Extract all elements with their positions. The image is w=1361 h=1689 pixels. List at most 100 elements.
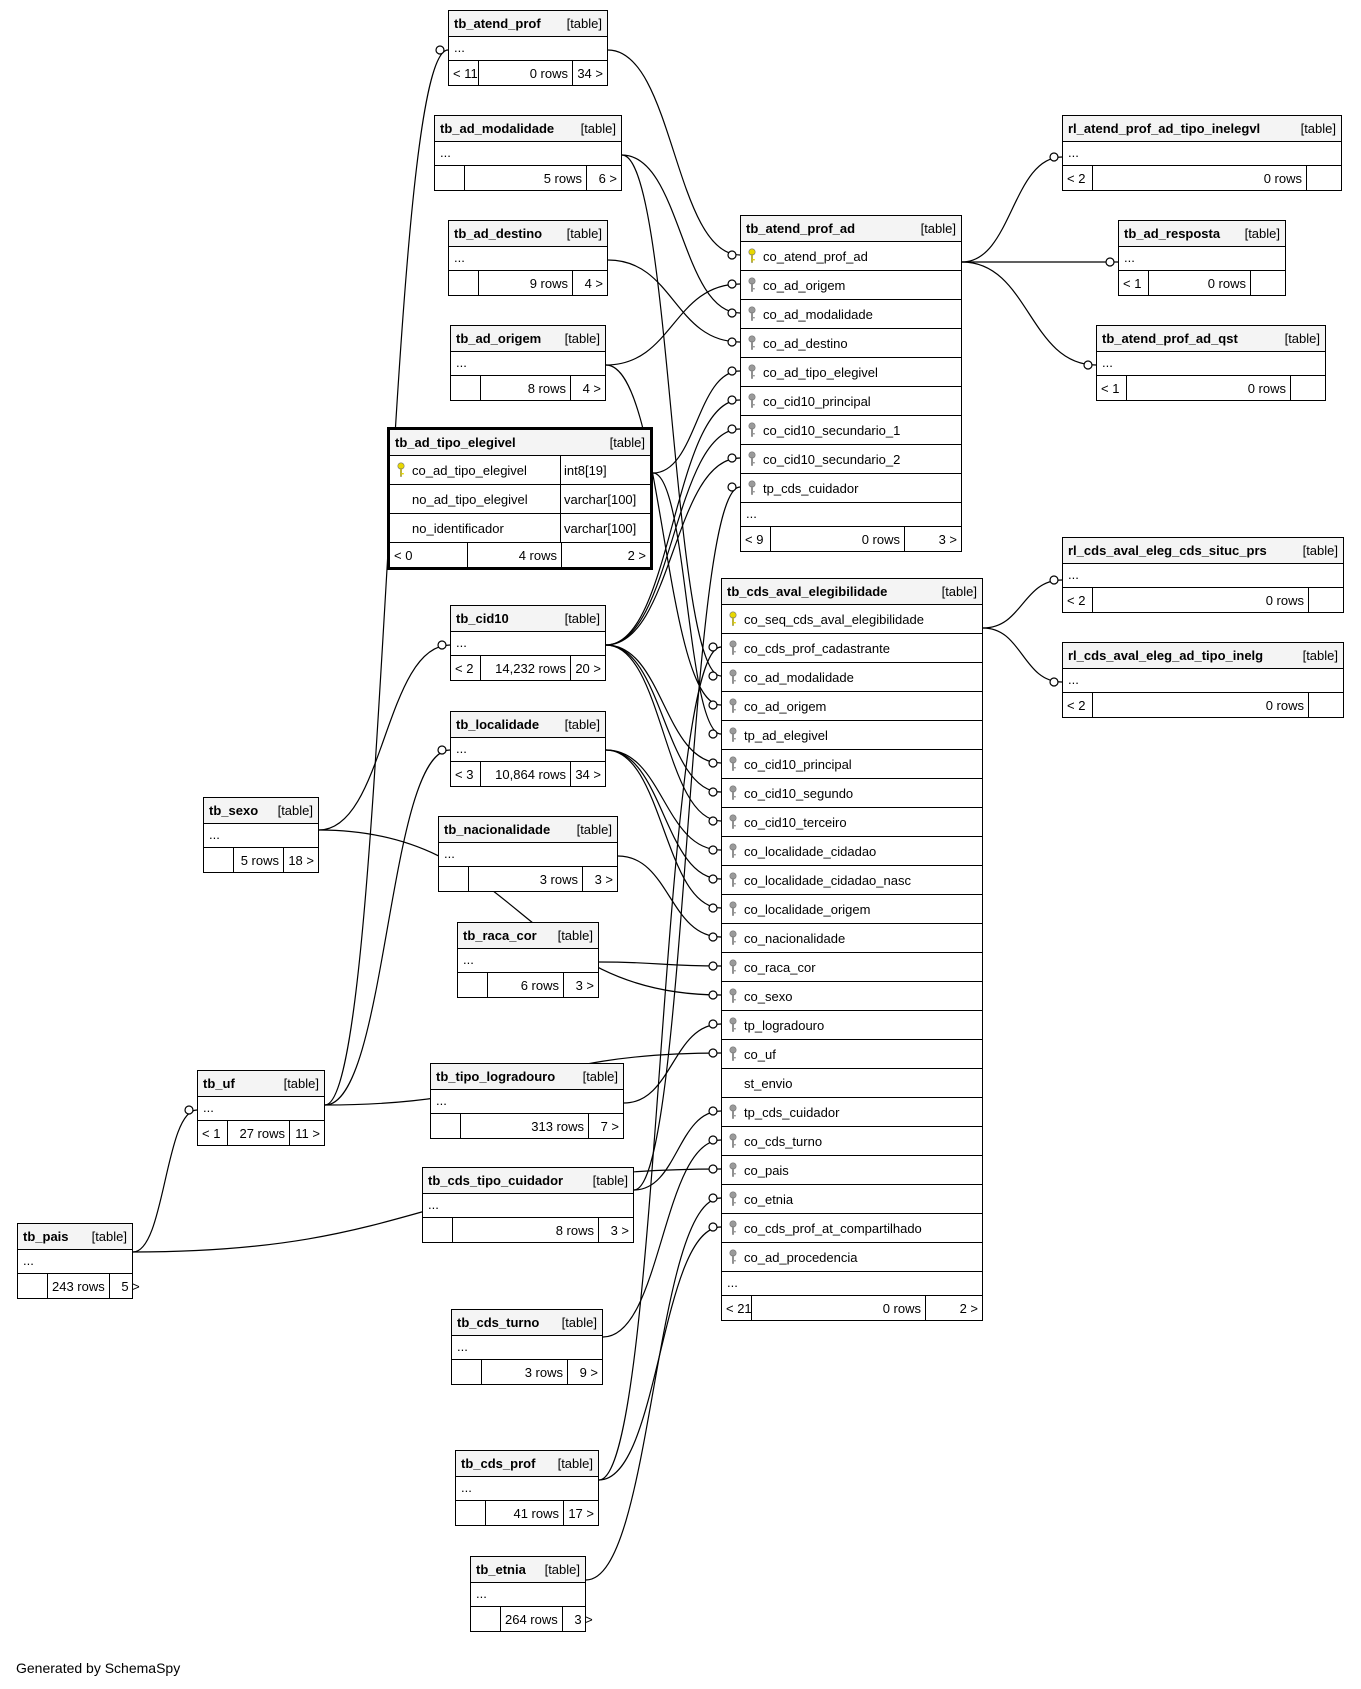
table-name[interactable]: tb_cds_tipo_cuidador xyxy=(428,1173,564,1188)
parents-link[interactable]: < 2 xyxy=(1063,588,1093,612)
column-row[interactable]: co_etnia xyxy=(722,1185,982,1214)
children-link[interactable] xyxy=(1251,271,1285,295)
parents-link[interactable]: < 9 xyxy=(741,527,771,551)
parents-link[interactable] xyxy=(439,867,469,891)
table-name[interactable]: tb_ad_resposta xyxy=(1124,226,1221,241)
column-row[interactable]: co_atend_prof_ad xyxy=(741,242,961,271)
children-link[interactable]: 11 > xyxy=(295,1125,320,1141)
children-link[interactable] xyxy=(1309,693,1343,717)
table-name[interactable]: tb_pais xyxy=(23,1229,69,1244)
table-name[interactable]: tb_uf xyxy=(203,1076,235,1091)
parents-link[interactable] xyxy=(423,1218,453,1242)
children-link[interactable]: 7 > xyxy=(600,1118,619,1134)
children-link[interactable]: 3 > xyxy=(574,1611,593,1627)
children-link[interactable]: 3 > xyxy=(610,1222,629,1238)
children-link[interactable]: 4 > xyxy=(584,275,603,291)
parents-link[interactable] xyxy=(204,848,234,872)
children-link[interactable]: 18 > xyxy=(288,852,314,868)
parents-link[interactable]: < 21 xyxy=(722,1296,752,1320)
table-name[interactable]: rl_atend_prof_ad_tipo_inelegvl xyxy=(1068,121,1261,136)
column-row[interactable]: co_localidade_cidadao_nasc xyxy=(722,866,982,895)
table-name[interactable]: tb_cds_turno xyxy=(457,1315,540,1330)
children-link[interactable]: 34 > xyxy=(577,65,603,81)
column-row[interactable]: co_ad_origem xyxy=(741,271,961,300)
column-row[interactable]: co_cid10_secundario_1 xyxy=(741,416,961,445)
column-row[interactable]: co_uf xyxy=(722,1040,982,1069)
children-link[interactable] xyxy=(1309,588,1343,612)
children-link[interactable]: 6 > xyxy=(598,170,617,186)
column-row[interactable]: tp_logradouro xyxy=(722,1011,982,1040)
parents-link[interactable]: < 2 xyxy=(1063,166,1093,190)
column-row[interactable]: tp_ad_elegivel xyxy=(722,721,982,750)
parents-link[interactable]: < 1 xyxy=(198,1121,228,1145)
column-row[interactable]: co_cds_turno xyxy=(722,1127,982,1156)
table-name[interactable]: tb_atend_prof_ad_qst xyxy=(1102,331,1238,346)
parents-link[interactable] xyxy=(451,376,481,400)
parents-link[interactable] xyxy=(458,973,488,997)
children-link[interactable]: 34 > xyxy=(575,766,601,782)
column-row[interactable]: co_cds_prof_at_compartilhado xyxy=(722,1214,982,1243)
table-name[interactable]: tb_atend_prof xyxy=(454,16,541,31)
parents-link[interactable] xyxy=(431,1114,461,1138)
table-name[interactable]: tb_raca_cor xyxy=(463,928,537,943)
column-row[interactable]: co_cid10_secundario_2 xyxy=(741,445,961,474)
table-name[interactable]: tb_cds_prof xyxy=(461,1456,536,1471)
parents-link[interactable] xyxy=(435,166,465,190)
table-name[interactable]: tb_sexo xyxy=(209,803,259,818)
column-row[interactable]: co_nacionalidade xyxy=(722,924,982,953)
column-row[interactable]: co_cid10_segundo xyxy=(722,779,982,808)
table-name[interactable]: tb_ad_destino xyxy=(454,226,543,241)
column-row[interactable]: co_cid10_principal xyxy=(741,387,961,416)
children-link[interactable]: 3 > xyxy=(594,871,613,887)
table-name[interactable]: tb_tipo_logradouro xyxy=(436,1069,556,1084)
column-row[interactable]: st_envio xyxy=(722,1069,982,1098)
column-row[interactable]: co_seq_cds_aval_elegibilidade xyxy=(722,605,982,634)
children-link[interactable]: 20 > xyxy=(575,660,601,676)
parents-link[interactable]: < 0 xyxy=(390,543,468,567)
column-row[interactable]: co_localidade_origem xyxy=(722,895,982,924)
parents-link[interactable] xyxy=(456,1501,486,1525)
children-link[interactable]: 5 > xyxy=(121,1278,140,1294)
children-link[interactable]: 3 > xyxy=(938,531,957,547)
parents-link[interactable] xyxy=(449,271,479,295)
table-name[interactable]: rl_cds_aval_eleg_ad_tipo_inelg xyxy=(1068,648,1264,663)
column-row[interactable]: tp_cds_cuidador xyxy=(722,1098,982,1127)
column-row[interactable]: co_ad_procedencia xyxy=(722,1243,982,1272)
column-row[interactable]: co_cid10_principal xyxy=(722,750,982,779)
column-row[interactable]: co_ad_modalidade xyxy=(741,300,961,329)
parents-link[interactable]: < 2 xyxy=(1063,693,1093,717)
column-row[interactable]: co_localidade_cidadao xyxy=(722,837,982,866)
column-row[interactable]: co_raca_cor xyxy=(722,953,982,982)
parents-link[interactable]: < 2 xyxy=(451,656,481,680)
children-link[interactable]: 4 > xyxy=(582,380,601,396)
parents-link[interactable] xyxy=(18,1274,48,1298)
children-link[interactable]: 3 > xyxy=(575,977,594,993)
column-row[interactable]: co_cid10_terceiro xyxy=(722,808,982,837)
children-link[interactable] xyxy=(1307,166,1341,190)
column-row[interactable]: co_pais xyxy=(722,1156,982,1185)
column-row[interactable]: co_ad_origem xyxy=(722,692,982,721)
children-link[interactable]: 2 > xyxy=(627,547,646,563)
parents-link[interactable] xyxy=(452,1360,482,1384)
children-link[interactable]: 9 > xyxy=(579,1364,598,1380)
children-link[interactable] xyxy=(1291,376,1325,400)
